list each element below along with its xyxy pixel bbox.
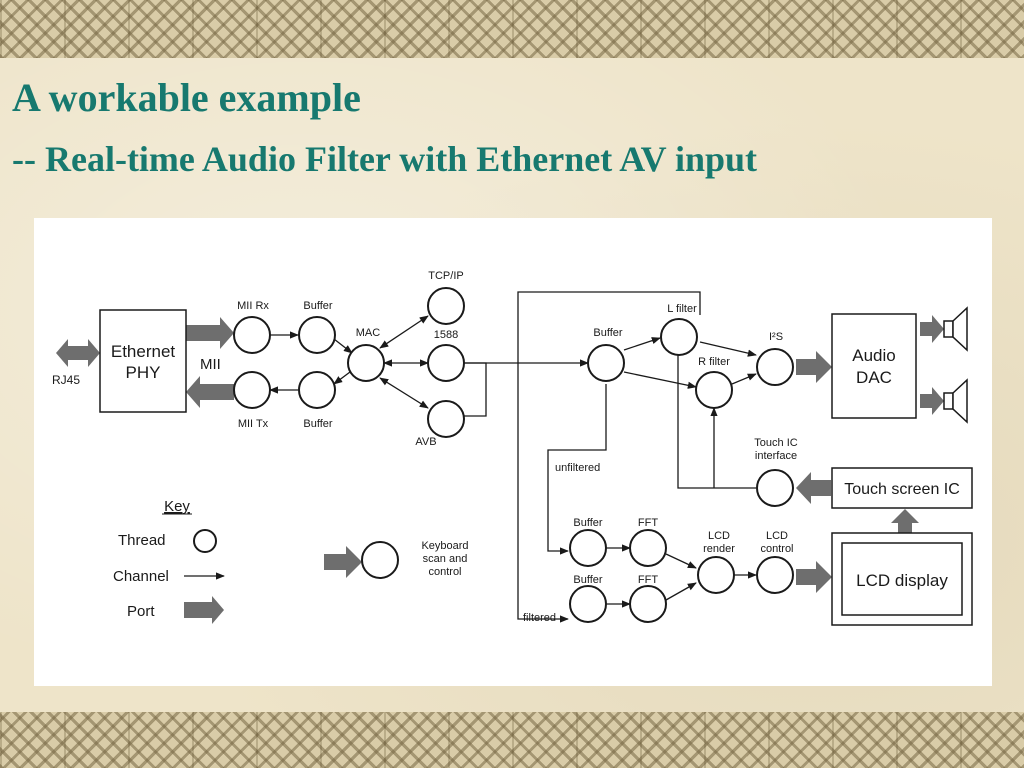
thread-1588 bbox=[427, 344, 465, 382]
buffer-main-label: Buffer bbox=[593, 327, 622, 339]
thread-fft1 bbox=[629, 529, 667, 567]
block-diagram: Ethernet PHY Audio DAC Touch screen IC L… bbox=[52, 270, 973, 626]
port-arrows bbox=[56, 315, 944, 624]
thread-fft2 bbox=[629, 585, 667, 623]
l-filter-label: L filter bbox=[667, 303, 697, 315]
lcd-display-label: LCD display bbox=[856, 571, 948, 590]
key-port-arrow bbox=[184, 596, 224, 624]
mac-label: MAC bbox=[356, 327, 381, 339]
port-rj45 bbox=[56, 339, 100, 367]
thread-touch-ic-interface bbox=[756, 469, 794, 507]
decorative-border-bottom bbox=[0, 712, 1024, 768]
r-filter-label: R filter bbox=[698, 356, 730, 368]
key-channel-label: Channel bbox=[113, 568, 169, 585]
thread-lcd-control bbox=[756, 556, 794, 594]
touch-ic-interface-label: interface bbox=[755, 450, 797, 462]
port-touchic-to-interface bbox=[796, 472, 831, 504]
keyboard-label: control bbox=[428, 566, 461, 578]
thread-buffer-fft1 bbox=[569, 529, 607, 567]
mii-label: MII bbox=[200, 356, 221, 373]
speaker-icon bbox=[943, 306, 968, 352]
lcd-render-label: render bbox=[703, 543, 735, 555]
thread-r-filter bbox=[695, 371, 733, 409]
thread-lcd-render bbox=[697, 556, 735, 594]
port-phy-to-mii-rx bbox=[186, 317, 234, 349]
filtered-label: filtered bbox=[523, 612, 556, 624]
buffer-rx-label: Buffer bbox=[303, 300, 332, 312]
port-lcd-to-touchic bbox=[891, 509, 919, 533]
port-dac-to-speaker-2 bbox=[920, 387, 944, 415]
rj45-label: RJ45 bbox=[52, 373, 80, 387]
lcd-control-label: control bbox=[760, 543, 793, 555]
avb-label: AVB bbox=[415, 436, 436, 448]
i2s-label: I²S bbox=[769, 331, 783, 343]
key-thread-circle bbox=[193, 529, 217, 553]
slide-title: A workable example bbox=[12, 75, 361, 120]
buffer-fft1-label: Buffer bbox=[573, 517, 602, 529]
ptp-1588-label: 1588 bbox=[434, 329, 458, 341]
speaker-icon bbox=[943, 378, 968, 424]
ethernet-phy-block bbox=[99, 309, 187, 413]
unfiltered-label: unfiltered bbox=[555, 462, 600, 474]
fft2-label: FFT bbox=[638, 574, 658, 586]
speaker-icons bbox=[943, 306, 968, 424]
audio-dac-block bbox=[831, 313, 917, 419]
key-port-label: Port bbox=[127, 603, 155, 620]
ethernet-phy-label: Ethernet bbox=[111, 342, 176, 361]
keyboard-label: scan and bbox=[423, 553, 468, 565]
mii-rx-label: MII Rx bbox=[237, 300, 269, 312]
port-dac-to-speaker-1 bbox=[920, 315, 944, 343]
thread-buffer-fft2 bbox=[569, 585, 607, 623]
touch-ic-interface-label: Touch IC bbox=[754, 437, 797, 449]
key-title: Key bbox=[164, 498, 190, 515]
touch-screen-ic-block bbox=[831, 467, 973, 509]
thread-buffer-rx bbox=[298, 316, 336, 354]
touch-screen-ic-label: Touch screen IC bbox=[844, 481, 960, 498]
thread-tcp-ip bbox=[427, 287, 465, 325]
thread-avb bbox=[427, 400, 465, 438]
thread-buffer-tx bbox=[298, 371, 336, 409]
thread-mac bbox=[347, 344, 385, 382]
thread-keyboard bbox=[361, 541, 399, 579]
key-thread-label: Thread bbox=[118, 532, 166, 549]
audio-dac-label: DAC bbox=[856, 368, 892, 387]
threads bbox=[193, 287, 794, 623]
thread-l-filter bbox=[660, 318, 698, 356]
thread-mii-tx bbox=[233, 371, 271, 409]
lcd-display-block-inner bbox=[841, 542, 963, 616]
port-lcdcontrol-to-display bbox=[796, 561, 832, 593]
port-mii-tx-to-phy bbox=[186, 376, 234, 408]
port-keyboard bbox=[324, 546, 362, 578]
buffer-tx-label: Buffer bbox=[303, 418, 332, 430]
mii-tx-label: MII Tx bbox=[238, 418, 269, 430]
diagram-panel: Ethernet PHY Audio DAC Touch screen IC L… bbox=[34, 218, 992, 686]
keyboard-label: Keyboard bbox=[421, 540, 468, 552]
thread-mii-rx bbox=[233, 316, 271, 354]
key-legend: Key Thread Channel Port bbox=[113, 498, 192, 620]
channels bbox=[184, 291, 757, 623]
decorative-border-top bbox=[0, 0, 1024, 58]
audio-dac-label: Audio bbox=[852, 346, 895, 365]
lcd-control-label: LCD bbox=[766, 530, 788, 542]
thread-buffer-main bbox=[587, 344, 625, 382]
fft1-label: FFT bbox=[638, 517, 658, 529]
port-i2s-to-dac bbox=[796, 351, 832, 383]
lcd-render-label: LCD bbox=[708, 530, 730, 542]
slide-subtitle: -- Real-time Audio Filter with Ethernet … bbox=[12, 139, 757, 179]
thread-i2s bbox=[756, 348, 794, 386]
tcp-ip-label: TCP/IP bbox=[428, 270, 463, 282]
buffer-fft2-label: Buffer bbox=[573, 574, 602, 586]
ethernet-phy-label: PHY bbox=[126, 363, 161, 382]
